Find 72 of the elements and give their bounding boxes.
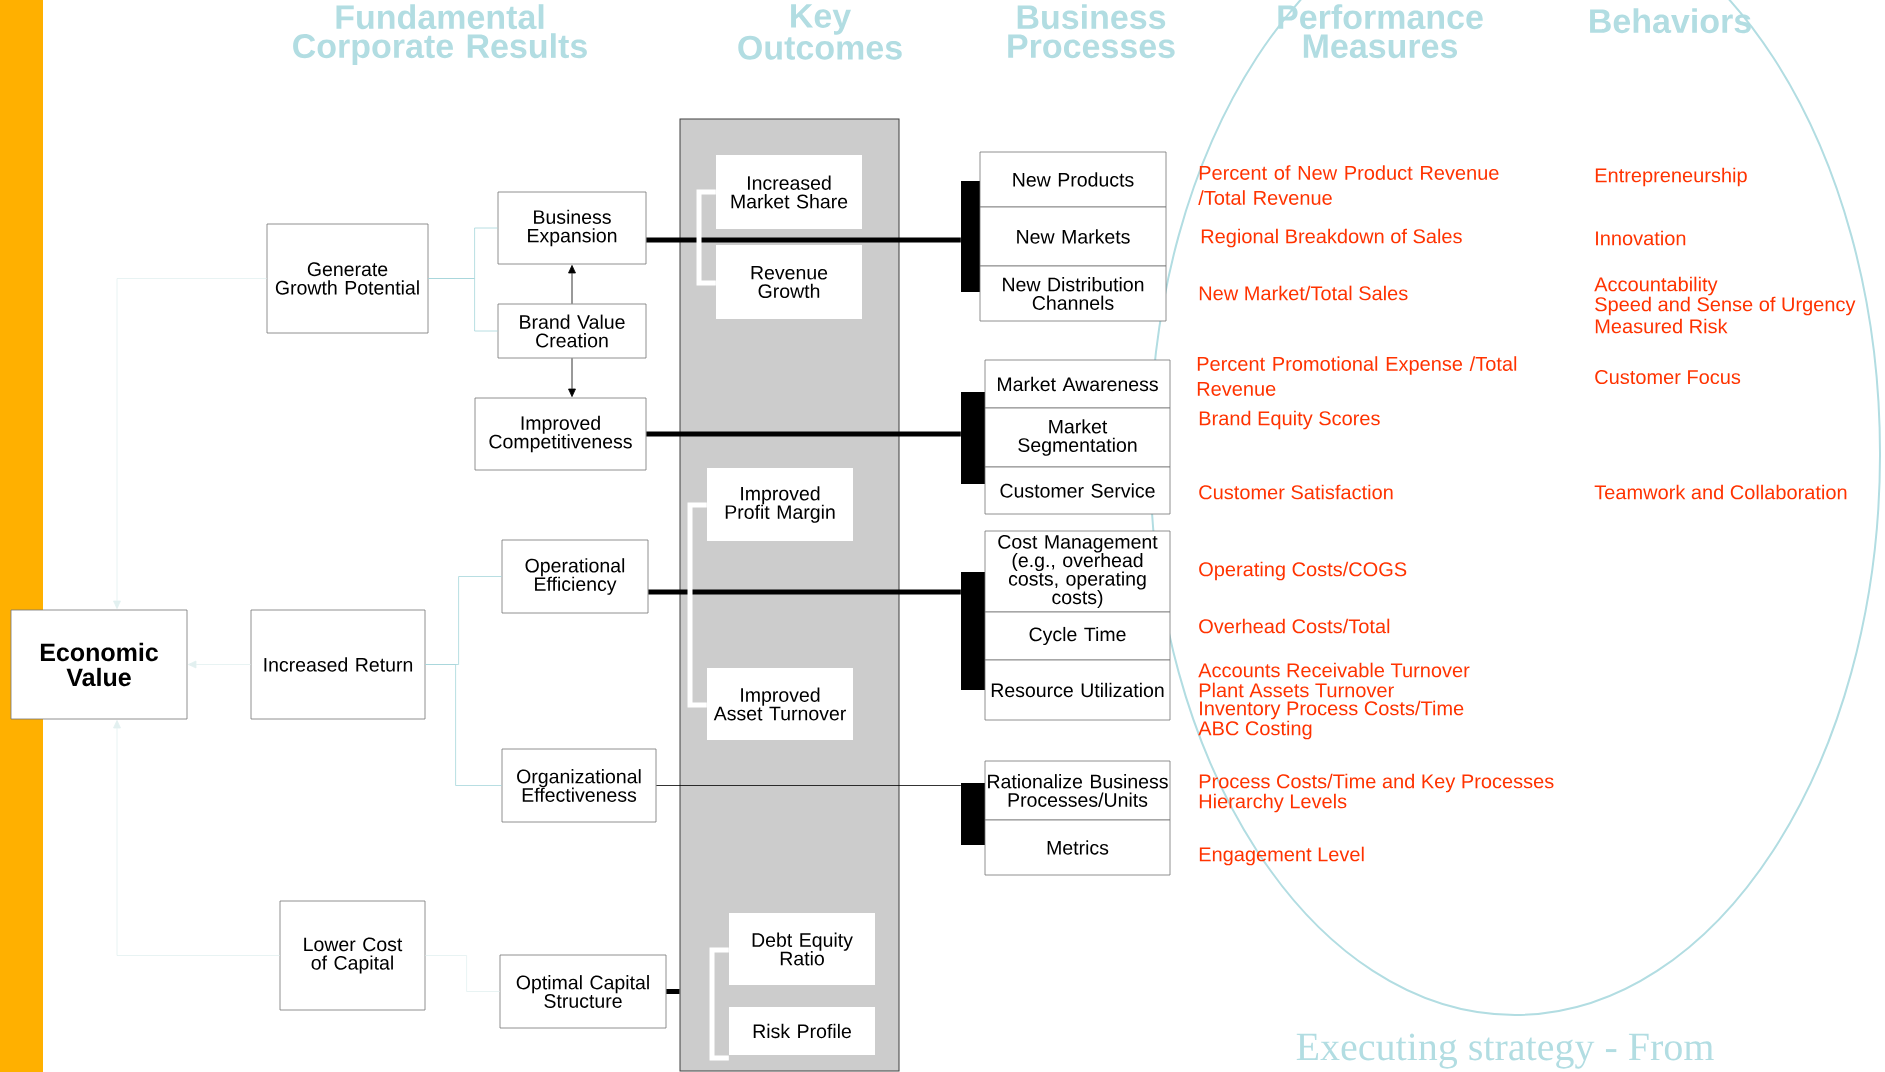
measure-text: Entrepreneurship xyxy=(1595,167,1747,187)
process-box: Metrics xyxy=(984,819,1171,876)
connector-line xyxy=(646,431,961,437)
measure-text: Measured Risk xyxy=(1595,318,1728,334)
process-box: Market Awareness xyxy=(984,359,1171,409)
process-box: Organizational Effectiveness xyxy=(501,748,657,823)
bracket xyxy=(696,189,716,286)
arrow xyxy=(113,720,280,956)
measure-text: Engagement Level xyxy=(1199,846,1364,866)
measure-text: Percent of New Product Revenue /Total Revenue xyxy=(1198,165,1499,205)
measure-text: Regional Breakdown of Sales xyxy=(1201,228,1462,248)
arrow xyxy=(568,265,576,304)
column-heading: Business Processes xyxy=(1008,4,1175,59)
connector-line xyxy=(656,785,962,786)
footer-text: Executing strategy - From xyxy=(1296,1033,1714,1069)
measure-text: New Market/Total Sales xyxy=(1199,285,1408,301)
outcome-box: Improved Profit Margin xyxy=(707,468,853,541)
connector-line xyxy=(666,989,680,994)
outcome-box: Debt Equity Ratio xyxy=(729,913,875,985)
process-box: Optimal Capital Structure xyxy=(499,954,667,1029)
measure-text: Speed and Sense of Urgency xyxy=(1595,296,1856,316)
bar-marker xyxy=(961,783,985,845)
process-box: Operational Efficiency xyxy=(501,539,649,614)
column-heading: Key Outcomes xyxy=(738,4,902,60)
process-box: Rationalize Business Processes/Units xyxy=(984,760,1171,821)
measure-text: Customer Focus xyxy=(1595,369,1741,385)
arrow xyxy=(113,278,267,610)
process-box: Improved Competitiveness xyxy=(474,397,647,471)
connector-line xyxy=(428,278,498,332)
measure-text: Plant Assets Turnover xyxy=(1199,682,1394,698)
outcome-box: Increased Market Share xyxy=(716,155,862,229)
process-box: Cost Management (e.g., overhead costs, operating costs) xyxy=(984,530,1171,613)
outcome-box: Improved Asset Turnover xyxy=(707,668,853,740)
process-box: Business Expansion xyxy=(497,191,647,265)
process-box: Cycle Time xyxy=(984,611,1171,661)
arrow xyxy=(568,358,576,397)
measure-text: Customer Satisfaction xyxy=(1199,484,1393,500)
measure-text: Hierarchy Levels xyxy=(1199,793,1347,813)
process-box: Brand Value Creation xyxy=(497,303,647,359)
process-box: Generate Growth Potential xyxy=(266,223,429,334)
measure-text: Inventory Process Costs/Time xyxy=(1200,700,1464,720)
connector-line xyxy=(646,237,961,243)
bracket xyxy=(709,947,729,1061)
measure-text: Process Costs/Time and Key Processes xyxy=(1199,773,1554,793)
process-box: New Markets xyxy=(979,206,1167,267)
bracket xyxy=(687,502,707,708)
process-box: Market Segmentation xyxy=(984,407,1171,468)
measure-text: Overhead Costs/Total xyxy=(1199,618,1390,634)
measure-text: Teamwork and Collaboration xyxy=(1594,484,1847,500)
outcome-box: Risk Profile xyxy=(729,1007,875,1055)
outcome-box: Revenue Growth xyxy=(716,245,862,319)
process-box: New Distribution Channels xyxy=(979,265,1167,322)
measure-text: Brand Equity Scores xyxy=(1199,410,1380,430)
process-box: Customer Service xyxy=(984,466,1171,515)
process-box: Lower Cost of Capital xyxy=(279,900,426,1011)
measure-text: ABC Costing xyxy=(1198,720,1312,740)
arrow xyxy=(188,660,251,669)
process-box: Economic Value xyxy=(10,609,188,720)
measure-text: Percent Promotional Expense /Total Revenue xyxy=(1197,356,1517,396)
connector-line xyxy=(648,589,961,595)
process-box: Increased Return xyxy=(250,609,426,720)
measure-text: Innovation xyxy=(1596,230,1686,246)
measure-text: Accounts Receivable Turnover xyxy=(1198,662,1470,678)
process-box: Resource Utilization xyxy=(984,659,1171,721)
bar-marker xyxy=(961,392,985,484)
connector-line xyxy=(425,955,500,992)
measure-text: Accountability xyxy=(1594,276,1718,296)
measure-text: Operating Costs/COGS xyxy=(1199,561,1407,581)
column-heading: Fundamental Corporate Results xyxy=(293,4,587,65)
bar-marker xyxy=(961,572,985,690)
process-box: New Products xyxy=(979,151,1167,208)
connector-line xyxy=(425,664,502,786)
